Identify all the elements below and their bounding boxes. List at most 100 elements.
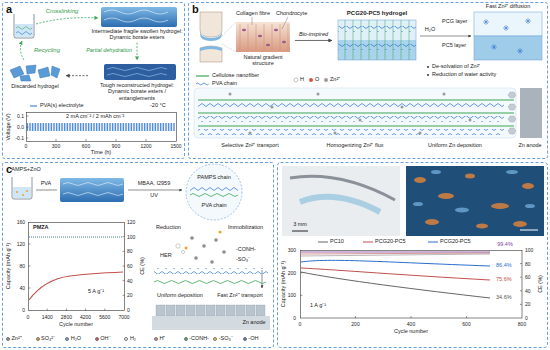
discarded-hydrogel-pieces bbox=[38, 67, 50, 78]
anode-schematic bbox=[196, 305, 205, 316]
chain-inset bbox=[190, 194, 238, 197]
chain-inset bbox=[190, 186, 238, 191]
figure-label: PCG20-PC5 bbox=[375, 239, 406, 245]
anode-schematic bbox=[190, 236, 194, 240]
legend-swatch bbox=[6, 337, 10, 341]
figure-label: Time (h) bbox=[91, 150, 111, 156]
figure-label: Reduction of water activity bbox=[432, 72, 496, 78]
gradient-structure bbox=[282, 41, 286, 44]
figure-label: 75.6% bbox=[496, 277, 512, 283]
figure-label: Cellulose nanofiber bbox=[212, 73, 259, 79]
figure-label: 120 bbox=[127, 220, 135, 225]
chain-inset bbox=[186, 164, 242, 220]
fiber-network bbox=[508, 104, 516, 110]
figure-label: 34.6% bbox=[496, 295, 512, 301]
anode-schematic bbox=[236, 305, 245, 316]
anode-schematic bbox=[176, 305, 185, 316]
figure-label: PCG layer bbox=[442, 19, 467, 25]
chain-inset bbox=[186, 164, 242, 220]
gradient-structure bbox=[242, 29, 246, 32]
legend-item: -OH bbox=[243, 336, 259, 342]
beaker bbox=[14, 14, 34, 38]
figure-label: 2800 bbox=[61, 315, 72, 320]
figure-label: -0.1 bbox=[15, 136, 24, 141]
figure-label: 300 bbox=[288, 248, 296, 253]
legend-item: -SO₃⁻ bbox=[213, 336, 233, 342]
sem-image bbox=[413, 170, 535, 213]
voltage-chart bbox=[27, 106, 177, 142]
figure-label: Zn anode bbox=[242, 320, 265, 326]
gradient-structure bbox=[258, 35, 262, 38]
anode-schematic bbox=[156, 305, 165, 316]
fiber-network bbox=[249, 132, 252, 135]
crosslinking-arrow bbox=[36, 18, 98, 24]
anode-schematic bbox=[210, 260, 214, 264]
panel-frame: c bbox=[2, 162, 274, 348]
legend-text: H₂O bbox=[71, 336, 81, 342]
figure-label: 3 mm bbox=[293, 222, 307, 228]
figure-label: PVA chain bbox=[202, 203, 227, 209]
legend-text: H₂ bbox=[130, 336, 136, 342]
figure-label: 40 bbox=[19, 286, 25, 291]
beaker bbox=[12, 177, 32, 199]
gradient-structure bbox=[266, 44, 270, 47]
sem-image bbox=[414, 177, 426, 183]
anode-schematic bbox=[185, 231, 222, 250]
figure-label: PAMPS chain bbox=[197, 175, 231, 181]
process-arrow bbox=[137, 43, 138, 60]
leader-line bbox=[252, 17, 288, 29]
figure-label: 20 bbox=[525, 302, 531, 307]
figure-label: 200 bbox=[351, 321, 359, 326]
figure-label: 5600 bbox=[99, 315, 110, 320]
anode-schematic bbox=[166, 305, 175, 316]
swollen-hydrogel-image bbox=[104, 10, 168, 22]
figure-label: PMZA bbox=[33, 225, 49, 231]
figure-label: Chondrocyte bbox=[276, 11, 307, 17]
figure-label: Cycle number bbox=[394, 329, 428, 335]
hydrogel-block bbox=[60, 178, 124, 202]
fiber-network bbox=[229, 93, 232, 96]
anode-schematic bbox=[226, 305, 235, 316]
figure-label: O bbox=[315, 77, 319, 83]
tough-hydrogel-image bbox=[104, 64, 176, 80]
figure-label: H₂O bbox=[425, 27, 435, 33]
fiber-network bbox=[229, 93, 472, 135]
sem-image bbox=[525, 204, 535, 208]
figure-label: 4200 bbox=[80, 315, 91, 320]
figure-label: AMPS+ZnO bbox=[11, 167, 41, 173]
figure-label: 160 bbox=[17, 220, 25, 225]
gradient-hydrogel-image bbox=[338, 44, 416, 50]
legend-swatch bbox=[154, 337, 158, 341]
voltage-chart bbox=[27, 113, 177, 142]
anode-schematic bbox=[194, 256, 198, 260]
hydrogel-block bbox=[63, 183, 123, 196]
stage-caption: Intermediate fragile swollen hydrogel: bbox=[91, 28, 183, 34]
beaker bbox=[16, 191, 18, 193]
layer-block bbox=[483, 18, 531, 54]
figure-label: 40 bbox=[127, 278, 133, 283]
sem-image bbox=[455, 208, 469, 213]
panel-letter: c bbox=[6, 164, 270, 175]
figure-label: Cycle number bbox=[59, 322, 93, 328]
sem-image bbox=[522, 183, 534, 189]
anode-schematic bbox=[185, 247, 188, 250]
sem-image bbox=[513, 221, 527, 227]
anode-schematic bbox=[156, 305, 265, 316]
figure-label: 1200 bbox=[140, 144, 151, 149]
legend-swatch bbox=[36, 337, 40, 341]
beaker bbox=[12, 177, 32, 199]
anode-schematic bbox=[256, 305, 265, 316]
sem-image bbox=[476, 224, 488, 229]
figure-label: Recycling bbox=[34, 47, 60, 53]
anode-schematic bbox=[152, 231, 270, 331]
layer-block bbox=[474, 36, 542, 60]
sem-image bbox=[506, 170, 518, 174]
anode-schematic bbox=[219, 231, 222, 234]
figure-label: PVA bbox=[41, 181, 52, 187]
figure-label: 0 bbox=[22, 308, 25, 313]
layer-block bbox=[474, 12, 542, 60]
tough-hydrogel-image bbox=[104, 64, 176, 80]
legend-item: Zn²⁺ bbox=[6, 336, 22, 342]
fiber-network bbox=[469, 119, 472, 122]
